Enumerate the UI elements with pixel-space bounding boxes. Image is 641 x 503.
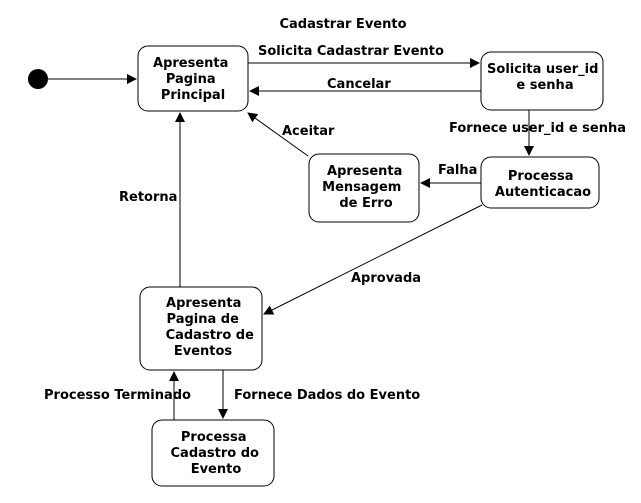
transition-falha: Falha bbox=[438, 163, 477, 178]
label-processa-autenticacao: Processa Autenticacao bbox=[495, 169, 591, 200]
state-solicita-user-id-senha bbox=[480, 51, 604, 111]
state-processa-cadastro-evento bbox=[151, 419, 275, 487]
transition-aprovada: Aprovada bbox=[351, 271, 421, 286]
transition-solicita-cadastrar: Solicita Cadastrar Evento bbox=[258, 44, 444, 59]
transition-fornece-user: Fornece user_id e senha bbox=[449, 121, 626, 136]
label-processa-cadastro-evento: Processa Cadastro do Evento bbox=[171, 430, 264, 477]
initial-state bbox=[28, 69, 48, 89]
arrow-aprovada bbox=[263, 204, 483, 315]
transition-aceitar: Aceitar bbox=[282, 124, 335, 139]
transition-processo-terminado: Processo Terminado bbox=[44, 388, 191, 403]
label-solicita-user-id-senha: Solicita user_id e senha bbox=[487, 62, 603, 93]
arrow-aceitar bbox=[247, 112, 309, 157]
label-apresenta-pagina-principal: Apresenta Pagina Principal bbox=[153, 56, 233, 103]
transition-cancelar: Cancelar bbox=[327, 77, 391, 92]
state-apresenta-pagina-principal bbox=[137, 45, 249, 112]
label-apresenta-mensagem-erro: Apresenta Mensagem de Erro bbox=[322, 164, 407, 211]
label-apresenta-pagina-cadastro: Apresenta Pagina de Cadastro de Eventos bbox=[166, 296, 259, 359]
state-apresenta-mensagem-erro bbox=[308, 153, 420, 223]
transition-retorna: Retorna bbox=[119, 190, 177, 205]
state-apresenta-pagina-cadastro bbox=[139, 286, 263, 371]
diagram-title: Cadastrar Evento bbox=[279, 17, 406, 32]
transition-fornece-dados: Fornece Dados do Evento bbox=[234, 388, 420, 403]
